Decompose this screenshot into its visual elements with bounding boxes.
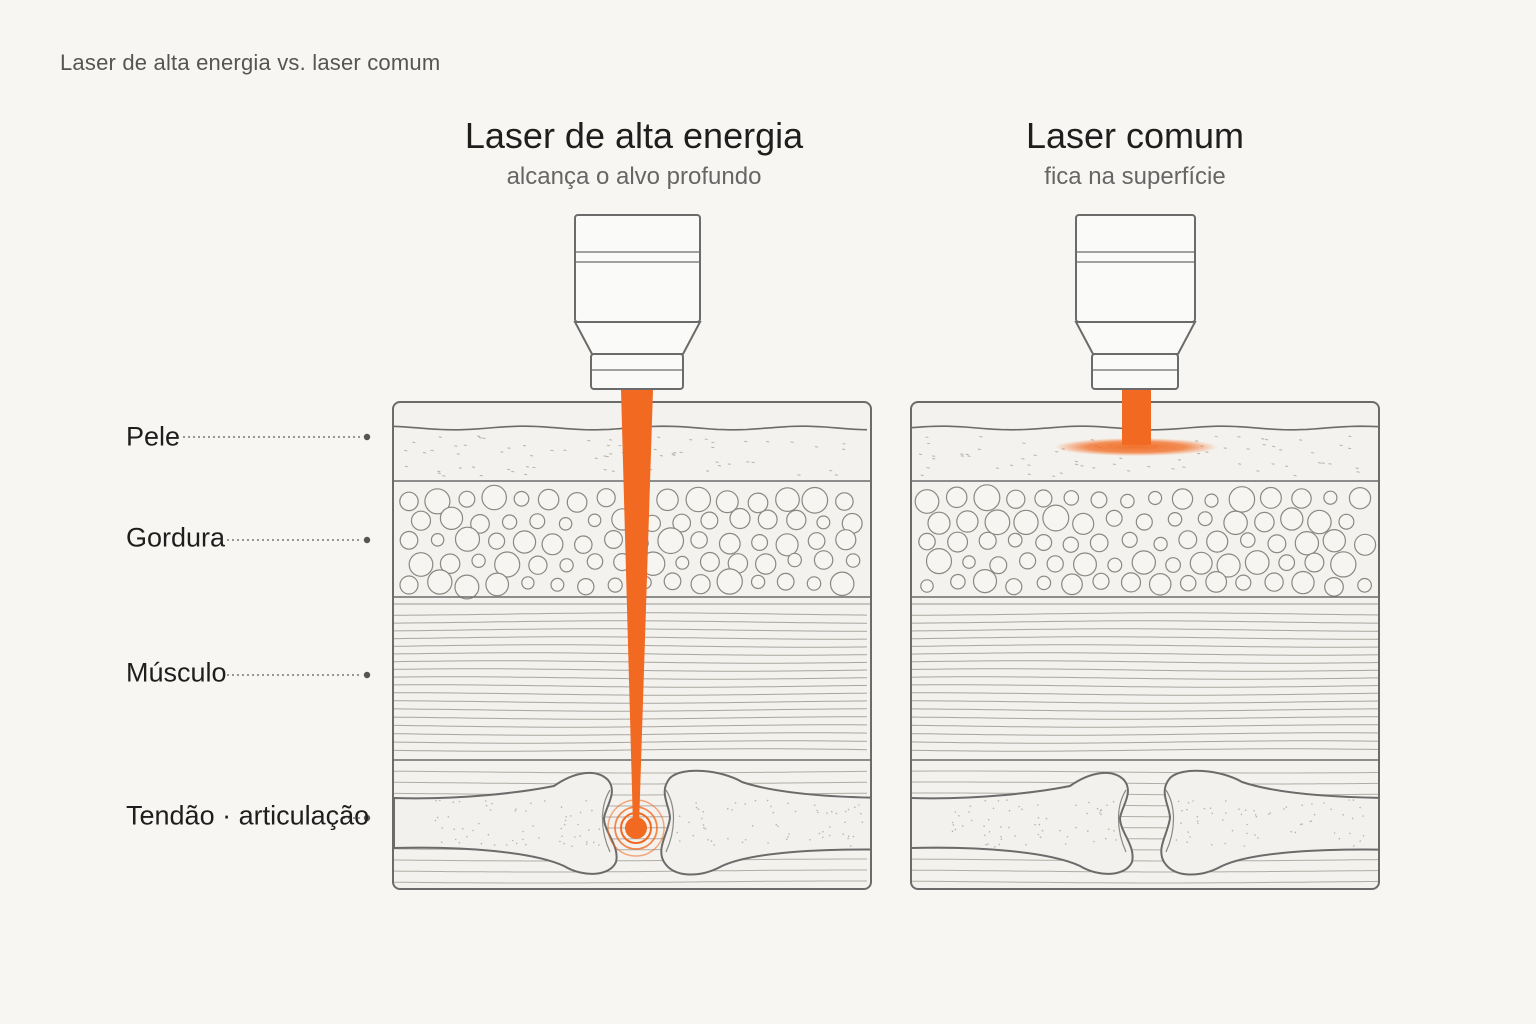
panel-high-energy [392, 214, 872, 890]
bone-joint-icon [660, 769, 871, 876]
layer-label-skin: Pele [126, 421, 181, 452]
panel-subtitle-high-energy: alcança o alvo profundo [506, 163, 762, 190]
muscle-layer [911, 612, 1379, 761]
laser-probe-icon [573, 214, 702, 390]
panel-header-common: Laser comum fica na superfície [895, 112, 1375, 194]
target-ring-icon [607, 799, 665, 857]
fat-layer [911, 484, 1379, 605]
page-title: Laser de alta energia vs. laser comum [60, 50, 441, 75]
laser-probe-icon [1074, 214, 1197, 390]
laser-beam-deep [621, 390, 653, 826]
layer-label-fat: Gordura [126, 522, 226, 553]
bone-joint-icon [393, 771, 618, 875]
layer-label-tendon-joint: Tendão · articulação [126, 800, 370, 831]
tendon-layer [911, 769, 1379, 884]
panel-title-high-energy: Laser de alta energia [464, 115, 804, 156]
laser-surface-spread [1054, 438, 1218, 456]
panel-title-common: Laser comum [1025, 115, 1245, 156]
laser-target-dot [625, 817, 647, 839]
tendon-layer [393, 769, 871, 884]
laser-beam-short [1122, 390, 1151, 445]
panel-subtitle-common: fica na superfície [1044, 163, 1226, 190]
panel-header-high-energy: Laser de alta energia alcança o alvo pro… [394, 112, 874, 194]
bone-joint-icon [1160, 769, 1379, 876]
bone-joint-icon [911, 771, 1134, 875]
layer-label-muscle: Músculo [126, 657, 227, 688]
fat-layer [393, 484, 871, 605]
label-leaders [183, 433, 371, 822]
panel-common [910, 214, 1380, 890]
